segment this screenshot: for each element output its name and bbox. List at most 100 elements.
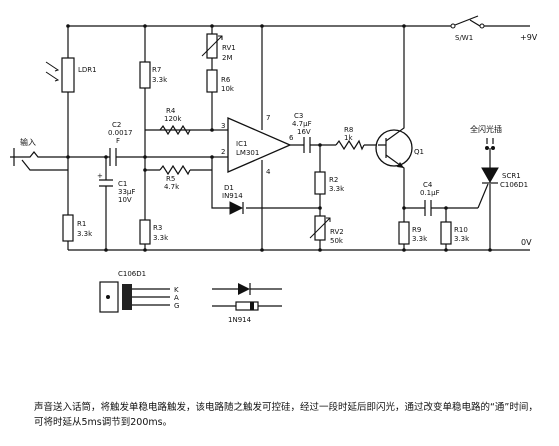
rv2-arrow-icon xyxy=(309,217,331,239)
r5-value: 4.7k xyxy=(164,183,180,191)
diode-package-body xyxy=(235,301,259,311)
c2-value: 0.0017 xyxy=(108,129,133,137)
d1-diode-icon xyxy=(229,201,244,215)
r6-value: 10k xyxy=(221,85,235,93)
diode-part-label: 1N914 xyxy=(228,316,252,324)
r3-label: R3 xyxy=(153,224,162,232)
r3-body xyxy=(139,219,151,245)
q1-base-bar xyxy=(378,138,387,158)
c3-value: 4.7μF xyxy=(292,120,312,128)
r1-label: R1 xyxy=(77,220,86,228)
r5-label: R5 xyxy=(166,175,175,183)
r8-label: R8 xyxy=(344,126,353,134)
d1-value: IN914 xyxy=(222,192,243,200)
input-jack-icon xyxy=(10,148,68,166)
junction-dots xyxy=(66,24,492,252)
r4-label: R4 xyxy=(166,107,176,115)
scr-pin-g: G xyxy=(174,302,179,310)
c1-plus: + xyxy=(97,172,103,180)
jack-sleeve xyxy=(21,159,68,171)
pin4-label: 4 xyxy=(266,168,271,176)
r10-value: 3.3k xyxy=(454,235,470,243)
r6-label: R6 xyxy=(221,76,231,84)
c2-plates xyxy=(109,148,117,166)
r5-zigzag xyxy=(159,164,191,176)
r7-wire xyxy=(144,26,160,131)
pin6-label: 6 xyxy=(289,134,294,142)
diode-package-band xyxy=(250,302,254,310)
supply-label: +9V xyxy=(520,33,538,42)
r8-value: 1k xyxy=(344,134,353,142)
r2-label: R2 xyxy=(329,176,338,184)
r4-zigzag xyxy=(159,124,191,136)
strobe-label: 全闪光插 xyxy=(470,124,502,134)
opamp-triangle xyxy=(227,117,292,173)
q1-transistor xyxy=(375,129,413,167)
pin2-label: 2 xyxy=(221,148,225,156)
scr-label: SCR1 xyxy=(502,172,521,180)
rv1-value: 2M xyxy=(222,54,233,62)
scr-package-hole xyxy=(106,295,110,299)
c1-voltage: 10V xyxy=(118,196,132,204)
r1-value: 3.3k xyxy=(77,230,93,238)
q1-label: Q1 xyxy=(414,148,424,156)
q1-emitter-arrow-icon xyxy=(397,162,404,168)
r9-label: R9 xyxy=(412,226,421,234)
pin3-label: 3 xyxy=(221,122,225,130)
c1-value: 33μF xyxy=(118,188,135,196)
light-arrows-icon xyxy=(45,61,60,82)
input-label: 输入 xyxy=(20,137,36,147)
r10-body xyxy=(440,221,452,245)
r2-value: 3.3k xyxy=(329,185,345,193)
switch-contact xyxy=(450,23,456,29)
strobe-pin xyxy=(485,146,489,150)
switch-label: S/W1 xyxy=(455,34,473,42)
r5-wire xyxy=(145,157,213,171)
rv1-label: RV1 xyxy=(222,44,236,52)
c1-plates xyxy=(99,179,113,187)
scr-value: C106D1 xyxy=(500,181,528,189)
r7-label: R7 xyxy=(152,66,161,74)
ground-label: 0V xyxy=(521,238,532,247)
r6-body xyxy=(206,69,218,93)
r7-value: 3.3k xyxy=(152,76,168,84)
switch-lever xyxy=(454,15,479,26)
r10-label: R10 xyxy=(454,226,468,234)
scr-gate-wire xyxy=(477,183,489,209)
c3-voltage: 16V xyxy=(297,128,311,136)
c4-label: C4 xyxy=(423,181,433,189)
caption-text: 声音送入话筒，将触发单稳电路触发，该电路随之触发可控硅，经过一段时延后即闪光，通… xyxy=(34,402,538,428)
rv2-value: 50k xyxy=(330,237,344,245)
scr-package-tab xyxy=(122,284,132,310)
strobe-socket-icon xyxy=(486,138,494,144)
r9-value: 3.3k xyxy=(412,235,428,243)
c2-label: C2 xyxy=(112,121,121,129)
r2-body xyxy=(314,171,326,195)
r3-value: 3.3k xyxy=(153,234,169,242)
ic1-label: IC1 xyxy=(236,140,247,148)
pin7-label: 7 xyxy=(266,114,270,122)
r4-value: 120k xyxy=(164,115,182,123)
c4-plates xyxy=(424,200,432,216)
c1-label: C1 xyxy=(118,180,127,188)
c3-plates xyxy=(303,137,311,153)
rv1-arrow-icon xyxy=(201,35,223,57)
scr-package-label: C106D1 xyxy=(118,270,146,278)
c2-unit: F xyxy=(116,137,120,145)
q1-collector xyxy=(385,26,405,142)
scr-package-leads xyxy=(132,288,170,306)
scr-thyristor-icon xyxy=(481,167,499,184)
ldr-body xyxy=(61,57,75,93)
c3-label: C3 xyxy=(294,112,303,120)
ldr-label: LDR1 xyxy=(78,66,97,74)
r8-zigzag xyxy=(335,139,365,151)
ic1-type: LM301 xyxy=(236,149,259,157)
d1-label: D1 xyxy=(224,184,234,192)
switch-contact xyxy=(479,23,485,29)
r9-body xyxy=(398,221,410,245)
diode-symbol-icon xyxy=(238,283,250,295)
strobe-pin xyxy=(491,146,495,150)
c4-value: 0.1μF xyxy=(420,189,440,197)
d1-wire xyxy=(211,170,320,209)
